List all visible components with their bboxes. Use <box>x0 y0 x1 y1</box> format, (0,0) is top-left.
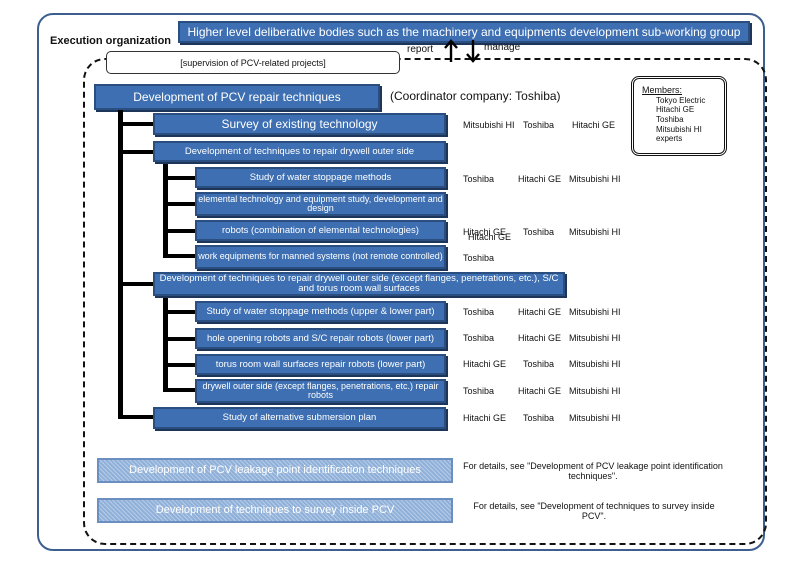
member-item: Tokyo Electric <box>656 95 706 105</box>
hole-opening-robots-box: hole opening robots and S/C repair robot… <box>195 328 446 349</box>
company-label: Toshiba <box>463 386 495 396</box>
sub-branch <box>163 229 195 233</box>
survey-inside-pcv-box: Development of techniques to survey insi… <box>97 498 453 523</box>
drywell-sc-torus-repair-box: Development of techniques to repair dryw… <box>153 272 565 296</box>
company-label: Hitachi GE <box>518 333 562 343</box>
company-label: Mitsubishi HI <box>569 413 621 423</box>
company-label: Hitachi GE <box>518 386 562 396</box>
members-title: Members: <box>642 85 683 95</box>
pcv-projects-frame <box>83 58 767 545</box>
execution-organization-label: Execution organization <box>48 35 174 47</box>
company-label: Mitsubishi HI <box>569 386 621 396</box>
leakage-identification-box: Development of PCV leakage point identif… <box>97 458 453 483</box>
company-label: Toshiba <box>523 120 555 130</box>
sub-branch <box>163 310 195 314</box>
company-label: Mitsubishi HI <box>569 359 621 369</box>
branch-drywell-2 <box>118 282 154 286</box>
company-label: Hitachi GE <box>518 307 562 317</box>
company-label: Toshiba <box>523 413 555 423</box>
outer-frame <box>37 13 765 551</box>
report-manage-arrows <box>444 39 480 63</box>
inside-details-note: For details, see "Development of techniq… <box>473 501 715 522</box>
company-label: Hitachi GE <box>572 120 616 130</box>
subtree-2-line <box>163 296 168 391</box>
report-label: report <box>407 44 434 55</box>
pcv-repair-techniques-box: Development of PCV repair techniques <box>94 84 380 110</box>
coordinator-label: (Coordinator company: Toshiba) <box>390 89 561 103</box>
torus-wall-repair-robots-box: torus room wall surfaces repair robots (… <box>195 354 446 375</box>
company-label: Toshiba <box>523 359 555 369</box>
member-item: Mitsubishi HI <box>656 124 702 134</box>
sub-branch <box>163 202 195 206</box>
company-label: Mitsubishi HI <box>569 174 621 184</box>
drywell-outer-repair-robots-box: drywell outer side (except flanges, pene… <box>195 379 446 403</box>
alternative-submersion-box: Study of alternative submersion plan <box>153 407 446 429</box>
company-label-overlap: Hitachi GE <box>468 232 512 242</box>
members-box: Members: Tokyo Electric Hitachi GE Toshi… <box>631 76 727 156</box>
company-label: Hitachi GE <box>518 174 562 184</box>
manage-label: manage <box>484 42 521 53</box>
water-stoppage-upper-lower-box: Study of water stoppage methods (upper &… <box>195 301 446 322</box>
water-stoppage-study-box: Study of water stoppage methods <box>195 167 446 188</box>
sub-branch <box>163 254 195 258</box>
company-label: Mitsubishi HI <box>569 333 621 343</box>
sub-branch <box>163 388 195 392</box>
company-label: Toshiba <box>463 253 495 263</box>
company-label: Hitachi GE <box>463 227 507 237</box>
company-label: Toshiba <box>523 227 555 237</box>
tree-trunk-line <box>118 110 123 418</box>
sub-branch <box>163 176 195 180</box>
company-label: Toshiba <box>463 174 495 184</box>
company-label: Mitsubishi HI <box>569 307 621 317</box>
company-label: Toshiba <box>463 307 495 317</box>
branch-survey <box>118 122 154 126</box>
member-item: Toshiba <box>656 114 684 124</box>
higher-level-bodies-box: Higher level deliberative bodies such as… <box>178 21 750 43</box>
sub-branch <box>163 363 195 367</box>
leakage-details-note: For details, see "Development of PCV lea… <box>463 461 723 482</box>
subtree-1-line <box>163 162 168 258</box>
survey-existing-technology-box: Survey of existing technology <box>153 113 446 135</box>
supervision-box: [supervision of PCV-related projects] <box>106 51 400 74</box>
sub-branch <box>163 337 195 341</box>
company-label: Mitsubishi HI <box>463 120 515 130</box>
branch-alternative <box>118 415 154 419</box>
member-item: Hitachi GE <box>656 105 695 115</box>
company-label: Hitachi GE <box>463 413 507 423</box>
elemental-technology-box: elemental technology and equipment study… <box>195 192 446 216</box>
manned-work-equipment-box: work equipments for manned systems (not … <box>195 245 446 269</box>
robots-combination-box: robots (combination of elemental technol… <box>195 220 446 241</box>
member-item: experts <box>656 134 683 144</box>
company-label: Mitsubishi HI <box>569 227 621 237</box>
branch-drywell-1 <box>118 150 154 154</box>
company-label: Hitachi GE <box>463 359 507 369</box>
company-label: Toshiba <box>463 333 495 343</box>
drywell-outer-repair-box: Development of techniques to repair dryw… <box>153 141 446 162</box>
